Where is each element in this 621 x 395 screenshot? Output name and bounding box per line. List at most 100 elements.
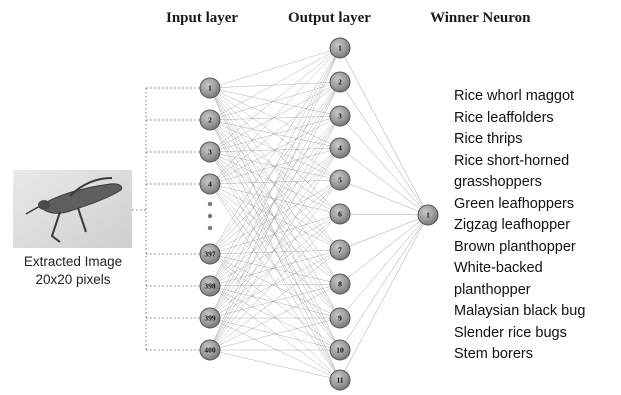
connection-line (209, 115, 341, 287)
connection-line (209, 317, 341, 351)
output-node: 7 (329, 239, 351, 261)
connection-line (339, 214, 429, 251)
connection-line (209, 81, 341, 121)
connection-line (209, 47, 341, 255)
class-list-item: Rice whorl maggot (454, 88, 575, 104)
output-node-circle (329, 71, 351, 93)
output-node-label: 8 (338, 280, 342, 289)
image-caption: Extracted Image 20x20 pixels (8, 253, 138, 289)
input-node: 397 (199, 243, 221, 265)
connection-line (209, 147, 341, 351)
input-node: 399 (199, 307, 221, 329)
connection-line (209, 115, 341, 185)
connection-line (209, 119, 341, 319)
image-caption-line2: 20x20 pixels (35, 272, 111, 287)
connection-line (209, 47, 341, 287)
connection-line (339, 214, 429, 319)
connection-line (209, 151, 341, 319)
connection-line (209, 81, 341, 287)
connection-line (209, 115, 341, 121)
input-node: 1 (199, 77, 221, 99)
winner-neuron-title: Winner Neuron (430, 10, 531, 26)
output-node-label: 6 (338, 210, 342, 219)
connection-line (209, 213, 341, 319)
connection-line (209, 115, 341, 319)
output-node-label: 2 (338, 78, 342, 87)
output-node-label: 9 (338, 314, 342, 323)
connection-line (209, 87, 341, 251)
connection-line (209, 119, 341, 285)
input-node-circle (199, 307, 221, 329)
output-node: 3 (329, 105, 351, 127)
input-node-label: 399 (204, 314, 216, 323)
ellipsis-dot (207, 225, 213, 231)
winner-node-circle (417, 204, 439, 226)
class-list-item: Slender rice bugs (454, 324, 567, 341)
connection-line (209, 81, 341, 153)
connection-line (209, 81, 341, 255)
input-node-label: 397 (204, 250, 216, 259)
connection-line (209, 87, 341, 285)
output-node-circle (329, 369, 351, 391)
output-node-circle (329, 307, 351, 329)
output-node-label: 3 (338, 112, 342, 121)
class-list-item: grasshoppers (454, 174, 542, 190)
connection-line (339, 214, 429, 285)
class-list-item: Brown planthopper (454, 238, 576, 255)
connection-line (209, 183, 341, 351)
connection-line (209, 213, 341, 287)
connection-line (209, 283, 341, 351)
connection-line (209, 115, 341, 351)
connection-line (209, 249, 341, 351)
output-node: 4 (329, 137, 351, 159)
connection-line (209, 115, 341, 255)
input-node-circle (199, 339, 221, 361)
grasshopper-icon (25, 177, 123, 243)
connection-line (209, 179, 341, 185)
input-node-circle (199, 275, 221, 297)
class-list-item: Stem borers (454, 346, 533, 362)
input-node-label: 2 (208, 116, 212, 125)
winner-node-label: 1 (426, 211, 430, 220)
input-node: 3 (199, 141, 221, 163)
input-node-label: 3 (208, 148, 212, 157)
input-node-circle (199, 141, 221, 163)
connection-line (209, 285, 341, 319)
connection-line (209, 253, 341, 285)
connection-line (339, 81, 429, 216)
connection-line (209, 87, 341, 117)
class-list-item: planthopper (454, 281, 531, 298)
class-list-item: Green leafhoppers (454, 195, 575, 212)
pixel-input-connectors (132, 87, 199, 351)
connection-line (209, 151, 341, 285)
class-list-item: Rice leaffolders (454, 109, 554, 126)
input-layer-title: Input layer (166, 10, 239, 26)
input-node: 400 (199, 339, 221, 361)
class-list-item: White-backed (454, 260, 543, 276)
connection-line (209, 179, 341, 351)
output-node: 10 (329, 339, 351, 361)
output-node-circle (329, 169, 351, 191)
output-node: 8 (329, 273, 351, 295)
class-list-item: Rice short-horned (454, 152, 570, 169)
connection-line (209, 283, 341, 287)
ellipsis-dot (207, 201, 213, 207)
output-node: 6 (329, 203, 351, 225)
connection-line (209, 317, 341, 381)
connection-line (209, 87, 341, 319)
output-node: 9 (329, 307, 351, 329)
connection-line (209, 47, 341, 185)
connection-line (209, 183, 341, 319)
winner-node: 1 (417, 204, 439, 226)
connection-line (209, 47, 341, 351)
connection-line (209, 47, 341, 121)
input-node-label: 398 (204, 282, 216, 291)
output-node-circle (329, 339, 351, 361)
input-node: 398 (199, 275, 221, 297)
connection-line (209, 81, 341, 351)
output-node-circle (329, 137, 351, 159)
input-ellipsis (207, 201, 213, 231)
output-node-label: 7 (338, 246, 342, 255)
input-node-circle (199, 243, 221, 265)
